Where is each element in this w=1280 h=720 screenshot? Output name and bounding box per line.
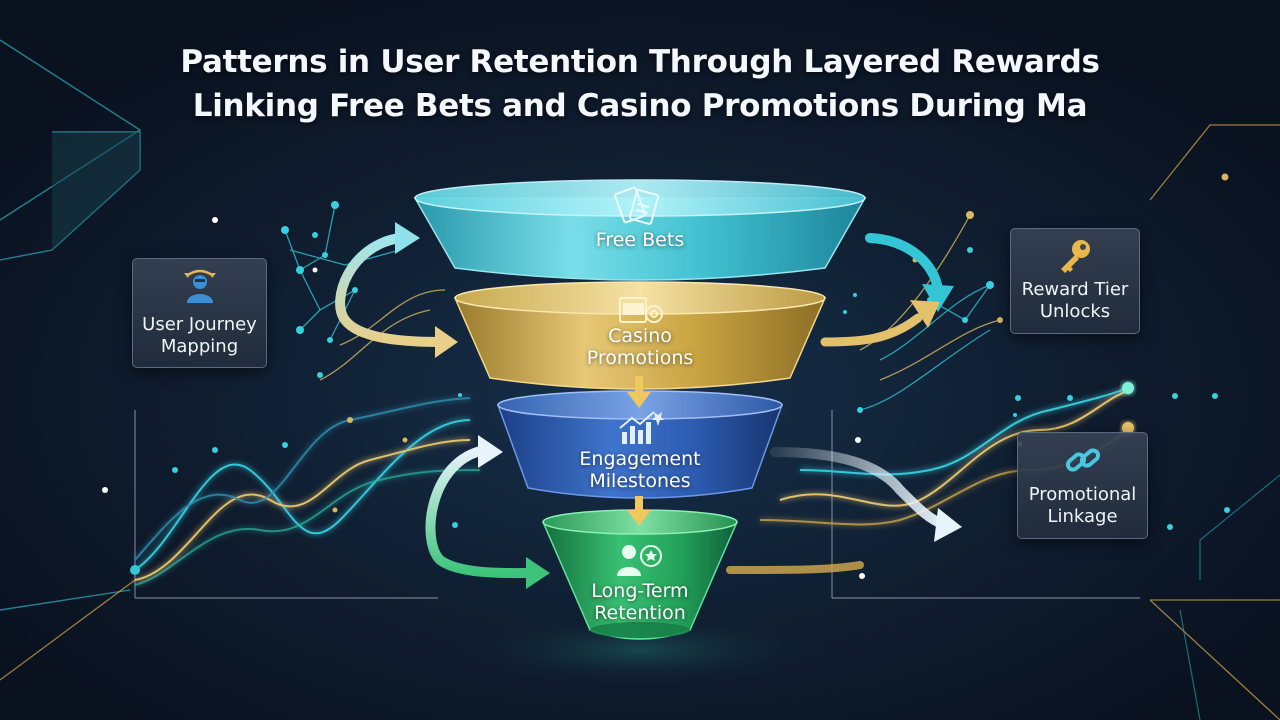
chain-link-icon bbox=[1018, 443, 1147, 479]
key-icon bbox=[1011, 237, 1139, 275]
user-journey-icon bbox=[133, 269, 266, 305]
title-line-2: Linking Free Bets and Casino Promotions … bbox=[192, 88, 1088, 124]
growth-chart-icon bbox=[619, 411, 664, 444]
user-badge-icon bbox=[617, 545, 662, 576]
ticket-icon bbox=[614, 186, 660, 225]
slot-machine-icon bbox=[619, 297, 663, 323]
title-line-1: Patterns in User Retention Through Layer… bbox=[180, 44, 1100, 80]
stage-label-free-bets: Free Bets bbox=[595, 229, 685, 251]
